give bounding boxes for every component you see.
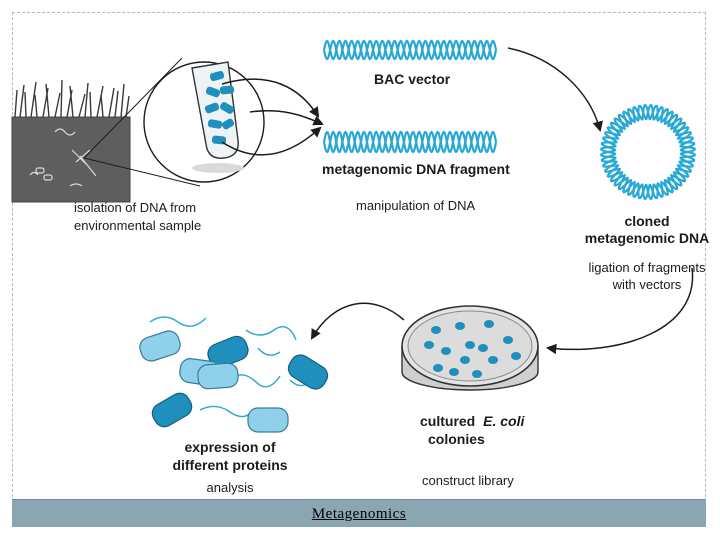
arrow-tube-to-fragment-3 [249,109,324,126]
label-expression: expression of [184,439,275,455]
metagenomics-diagram: BAC vector metagenomic DNA fragment mani… [11,39,709,495]
label-with-vectors: with vectors [612,277,682,292]
cell-dark-4 [151,392,193,428]
soil-sample-illustration [11,79,131,203]
label-bac-vector: BAC vector [374,71,451,87]
expressed-cells [139,316,329,433]
label-analysis: analysis [207,480,254,495]
cell-dark-2 [197,362,239,390]
label-manipulation: manipulation of DNA [356,198,476,213]
label-colonies: colonies [428,431,485,447]
bac-vector-helix-strand [322,39,498,61]
arrow-tube-to-fragment-2 [221,126,322,156]
caption-bar: Metagenomics [12,499,706,527]
label-cultured: cultured E. coli [420,413,525,429]
arrow-to-petri-dish [545,267,694,355]
label-ecoli: E. coli [483,413,525,429]
arrow-tube-to-fragment [221,78,320,118]
label-ligation: ligation of fragments [588,260,706,275]
zoom-lines [83,57,201,187]
label-environmental-sample: environmental sample [74,218,201,233]
arrow-to-cloned-dna [507,47,603,133]
cell-light-1 [139,330,181,362]
arrow-to-expression [310,302,405,340]
label-metagenomic-fragment: metagenomic DNA fragment [322,161,510,177]
magnified-view [143,61,265,183]
label-cloned: cloned [624,213,669,229]
bacterial-colonies [424,320,521,378]
cloned-circular-dna-strand [600,104,696,200]
label-isolation: isolation of DNA from [74,200,196,215]
petri-dish [401,305,539,391]
dna-fragment-helix-strand [322,130,498,154]
cells-in-tube [204,70,235,145]
cell-light-3 [247,407,289,433]
label-different-proteins: different proteins [172,457,287,473]
cell-dark-3 [287,354,329,390]
label-cultured-word: cultured [420,413,475,429]
slide-caption: Metagenomics [311,506,407,522]
cell-dark-1 [207,335,249,369]
label-construct-library: construct library [422,473,514,488]
label-cloned-dna: metagenomic DNA [585,230,709,246]
